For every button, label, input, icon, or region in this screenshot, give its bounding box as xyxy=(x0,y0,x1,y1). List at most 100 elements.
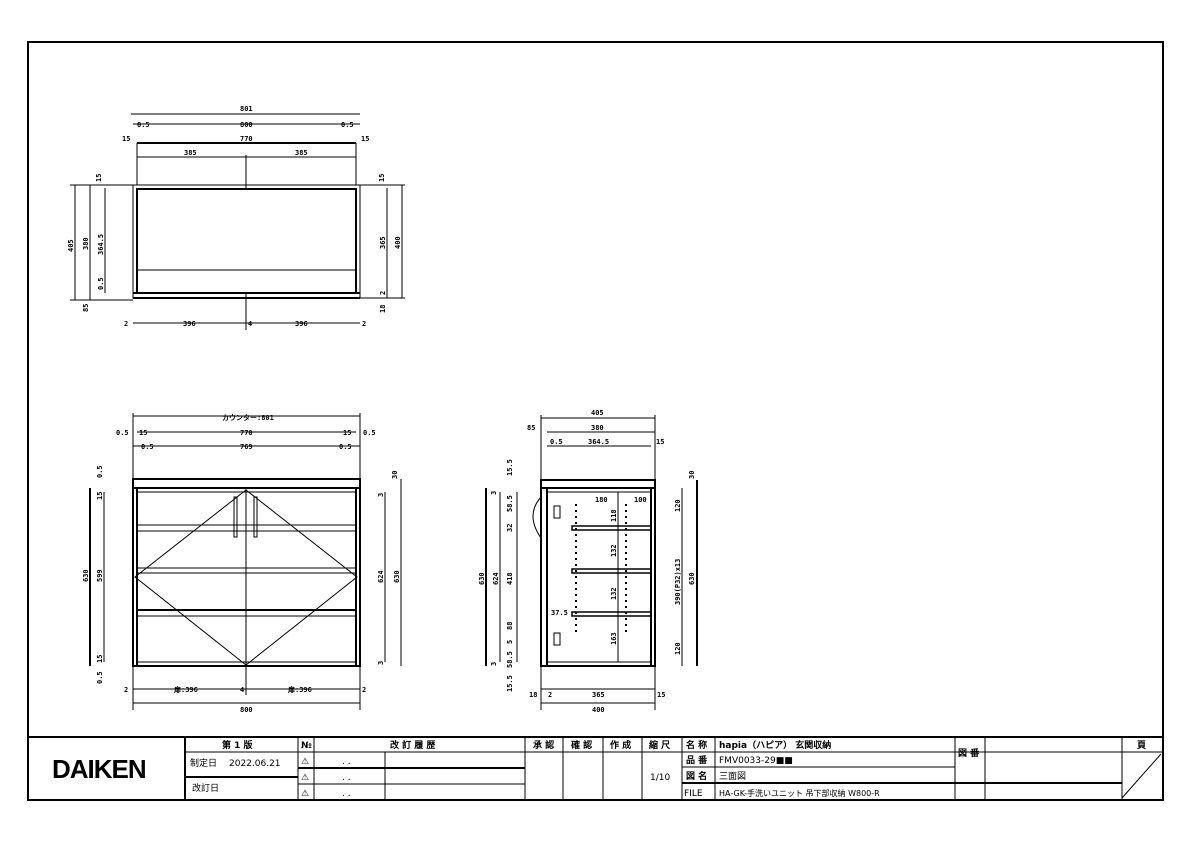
dimension-label: 365 xyxy=(379,236,387,249)
created-label: 作 成 xyxy=(610,739,631,751)
dimension-label: 801 xyxy=(240,105,253,113)
dimension-label: 32 xyxy=(506,524,514,532)
dimension-label: カウンター:801 xyxy=(222,413,274,422)
part-label: 品 番 xyxy=(686,754,708,766)
revised-label: 改訂日 xyxy=(192,782,219,794)
dimension-label: 800 xyxy=(240,121,253,129)
checked-label: 確 認 xyxy=(571,739,592,751)
drawing-no-label: 図 番 xyxy=(958,747,980,759)
dimension-label: 380 xyxy=(82,237,90,250)
dimension-label: 418 xyxy=(506,572,514,585)
revision-mark-icon: ⚠ xyxy=(301,757,309,767)
dimension-label: 132 xyxy=(610,544,618,557)
dimension-label: 2 xyxy=(548,691,552,699)
dimension-label: 385 xyxy=(184,149,197,157)
dimension-label: 0.5 xyxy=(137,121,150,129)
dimension-label: 0.5 xyxy=(141,443,154,451)
dimension-label: 3 xyxy=(377,661,385,665)
dimension-label: 0.5 xyxy=(363,429,376,437)
dimension-label: 800 xyxy=(240,706,253,714)
dimension-label: 15 xyxy=(343,429,351,437)
dimension-label: 769 xyxy=(240,443,253,451)
dimension-label: 132 xyxy=(610,587,618,600)
dimension-label: 364.5 xyxy=(588,438,609,446)
file-label: FILE xyxy=(684,789,703,799)
dimension-label: 2 xyxy=(362,320,366,328)
dimension-label: 0.5 xyxy=(96,465,104,478)
dimension-label: 405 xyxy=(591,409,604,417)
dimension-label: 770 xyxy=(240,429,253,437)
drawing-name-label: 図 名 xyxy=(686,770,707,782)
dimension-label: 396 xyxy=(183,320,196,328)
dimension-label: 405 xyxy=(67,239,75,252)
dimension-label: 630 xyxy=(688,572,696,585)
dimension-label: 15.5 xyxy=(506,675,514,692)
dimension-label: 624 xyxy=(492,572,500,585)
dimension-label: 15 xyxy=(656,438,664,446)
dimension-label: 100 xyxy=(634,496,647,504)
dimension-label: 390(P32)x13 xyxy=(674,559,682,605)
side-view xyxy=(485,415,698,710)
dimension-label: 385 xyxy=(295,149,308,157)
dimension-label: 15 xyxy=(361,135,369,143)
dimension-label: 15.5 xyxy=(506,459,514,476)
dimension-label: 396 xyxy=(295,320,308,328)
front-view-dimensions: カウンター:801 0.5 15 770 15 0.5 0.5 769 0.5 … xyxy=(82,413,401,714)
dimension-label: 120 xyxy=(674,499,682,512)
dimension-label: 380 xyxy=(591,424,604,432)
dimension-label: 58.5 xyxy=(506,651,514,668)
dimension-label: 0.5 xyxy=(96,671,104,684)
dimension-label: 30 xyxy=(391,471,399,479)
dimension-label: 58.5 xyxy=(506,495,514,512)
dimension-label: 0.5 xyxy=(97,277,105,290)
no-label: № xyxy=(301,741,312,751)
dimension-label: 15 xyxy=(96,655,104,663)
dimension-label: 15 xyxy=(378,174,386,182)
dimension-label: 630 xyxy=(82,569,90,582)
established-date: 2022.06.21 xyxy=(229,759,281,769)
front-view xyxy=(89,413,402,710)
dimension-label: 0.5 xyxy=(339,443,352,451)
dimension-label: 18 xyxy=(529,691,537,699)
dimension-label: 2 xyxy=(379,291,387,295)
top-view-dimensions: 801 0.5 800 0.5 15 770 15 385 385 15 15 … xyxy=(67,105,402,328)
dimension-label: 364.5 xyxy=(97,234,105,255)
established-label: 制定日 xyxy=(190,757,217,769)
revision-history-label: 改 訂 履 歴 xyxy=(390,739,435,751)
dimension-label: 5 xyxy=(506,640,514,644)
revision-mark-icon: ⚠ xyxy=(301,773,309,783)
dimension-label: 3 xyxy=(377,493,385,497)
dimension-label: 0.5 xyxy=(550,438,563,446)
dimension-label: 扉:396 xyxy=(287,685,312,694)
dimension-label: 120 xyxy=(674,642,682,655)
dimension-label: 180 xyxy=(595,496,608,504)
dimension-label: 85 xyxy=(527,424,535,432)
part-number: FMV0033-29■■ xyxy=(719,756,793,766)
dimension-label: 15 xyxy=(139,429,147,437)
dimension-label: 3 xyxy=(490,662,498,666)
dimension-label: 4 xyxy=(240,686,244,694)
dimension-label: 2 xyxy=(124,320,128,328)
dimension-label: 630 xyxy=(478,572,486,585)
dimension-label: 2 xyxy=(362,686,366,694)
title-block xyxy=(28,736,1163,800)
scale-value: 1/10 xyxy=(650,773,670,783)
dimension-label: 770 xyxy=(240,135,253,143)
file-name: HA-GK-手洗いユニット 吊下部収納 W800-R xyxy=(719,788,880,798)
dimension-label: 3 xyxy=(490,491,498,495)
dimension-label: 15 xyxy=(122,135,130,143)
dimension-label: 4 xyxy=(248,320,252,328)
dimension-label: 30 xyxy=(688,471,696,479)
dimension-label: 85 xyxy=(82,304,90,312)
drawing-name: 三面図 xyxy=(719,771,746,782)
dimension-label: 400 xyxy=(592,706,605,714)
revision-date: . . xyxy=(342,789,351,799)
dimension-label: 15 xyxy=(96,492,104,500)
side-view-dimensions: 405 85 380 0.5 364.5 15 15.5 30 3 58.5 3… xyxy=(478,409,696,714)
revision-mark-icon: ⚠ xyxy=(301,789,309,799)
dimension-label: 0.5 xyxy=(341,121,354,129)
revision-date: . . xyxy=(342,757,351,767)
dimension-label: 88 xyxy=(506,622,514,630)
dimension-label: 163 xyxy=(610,632,618,645)
